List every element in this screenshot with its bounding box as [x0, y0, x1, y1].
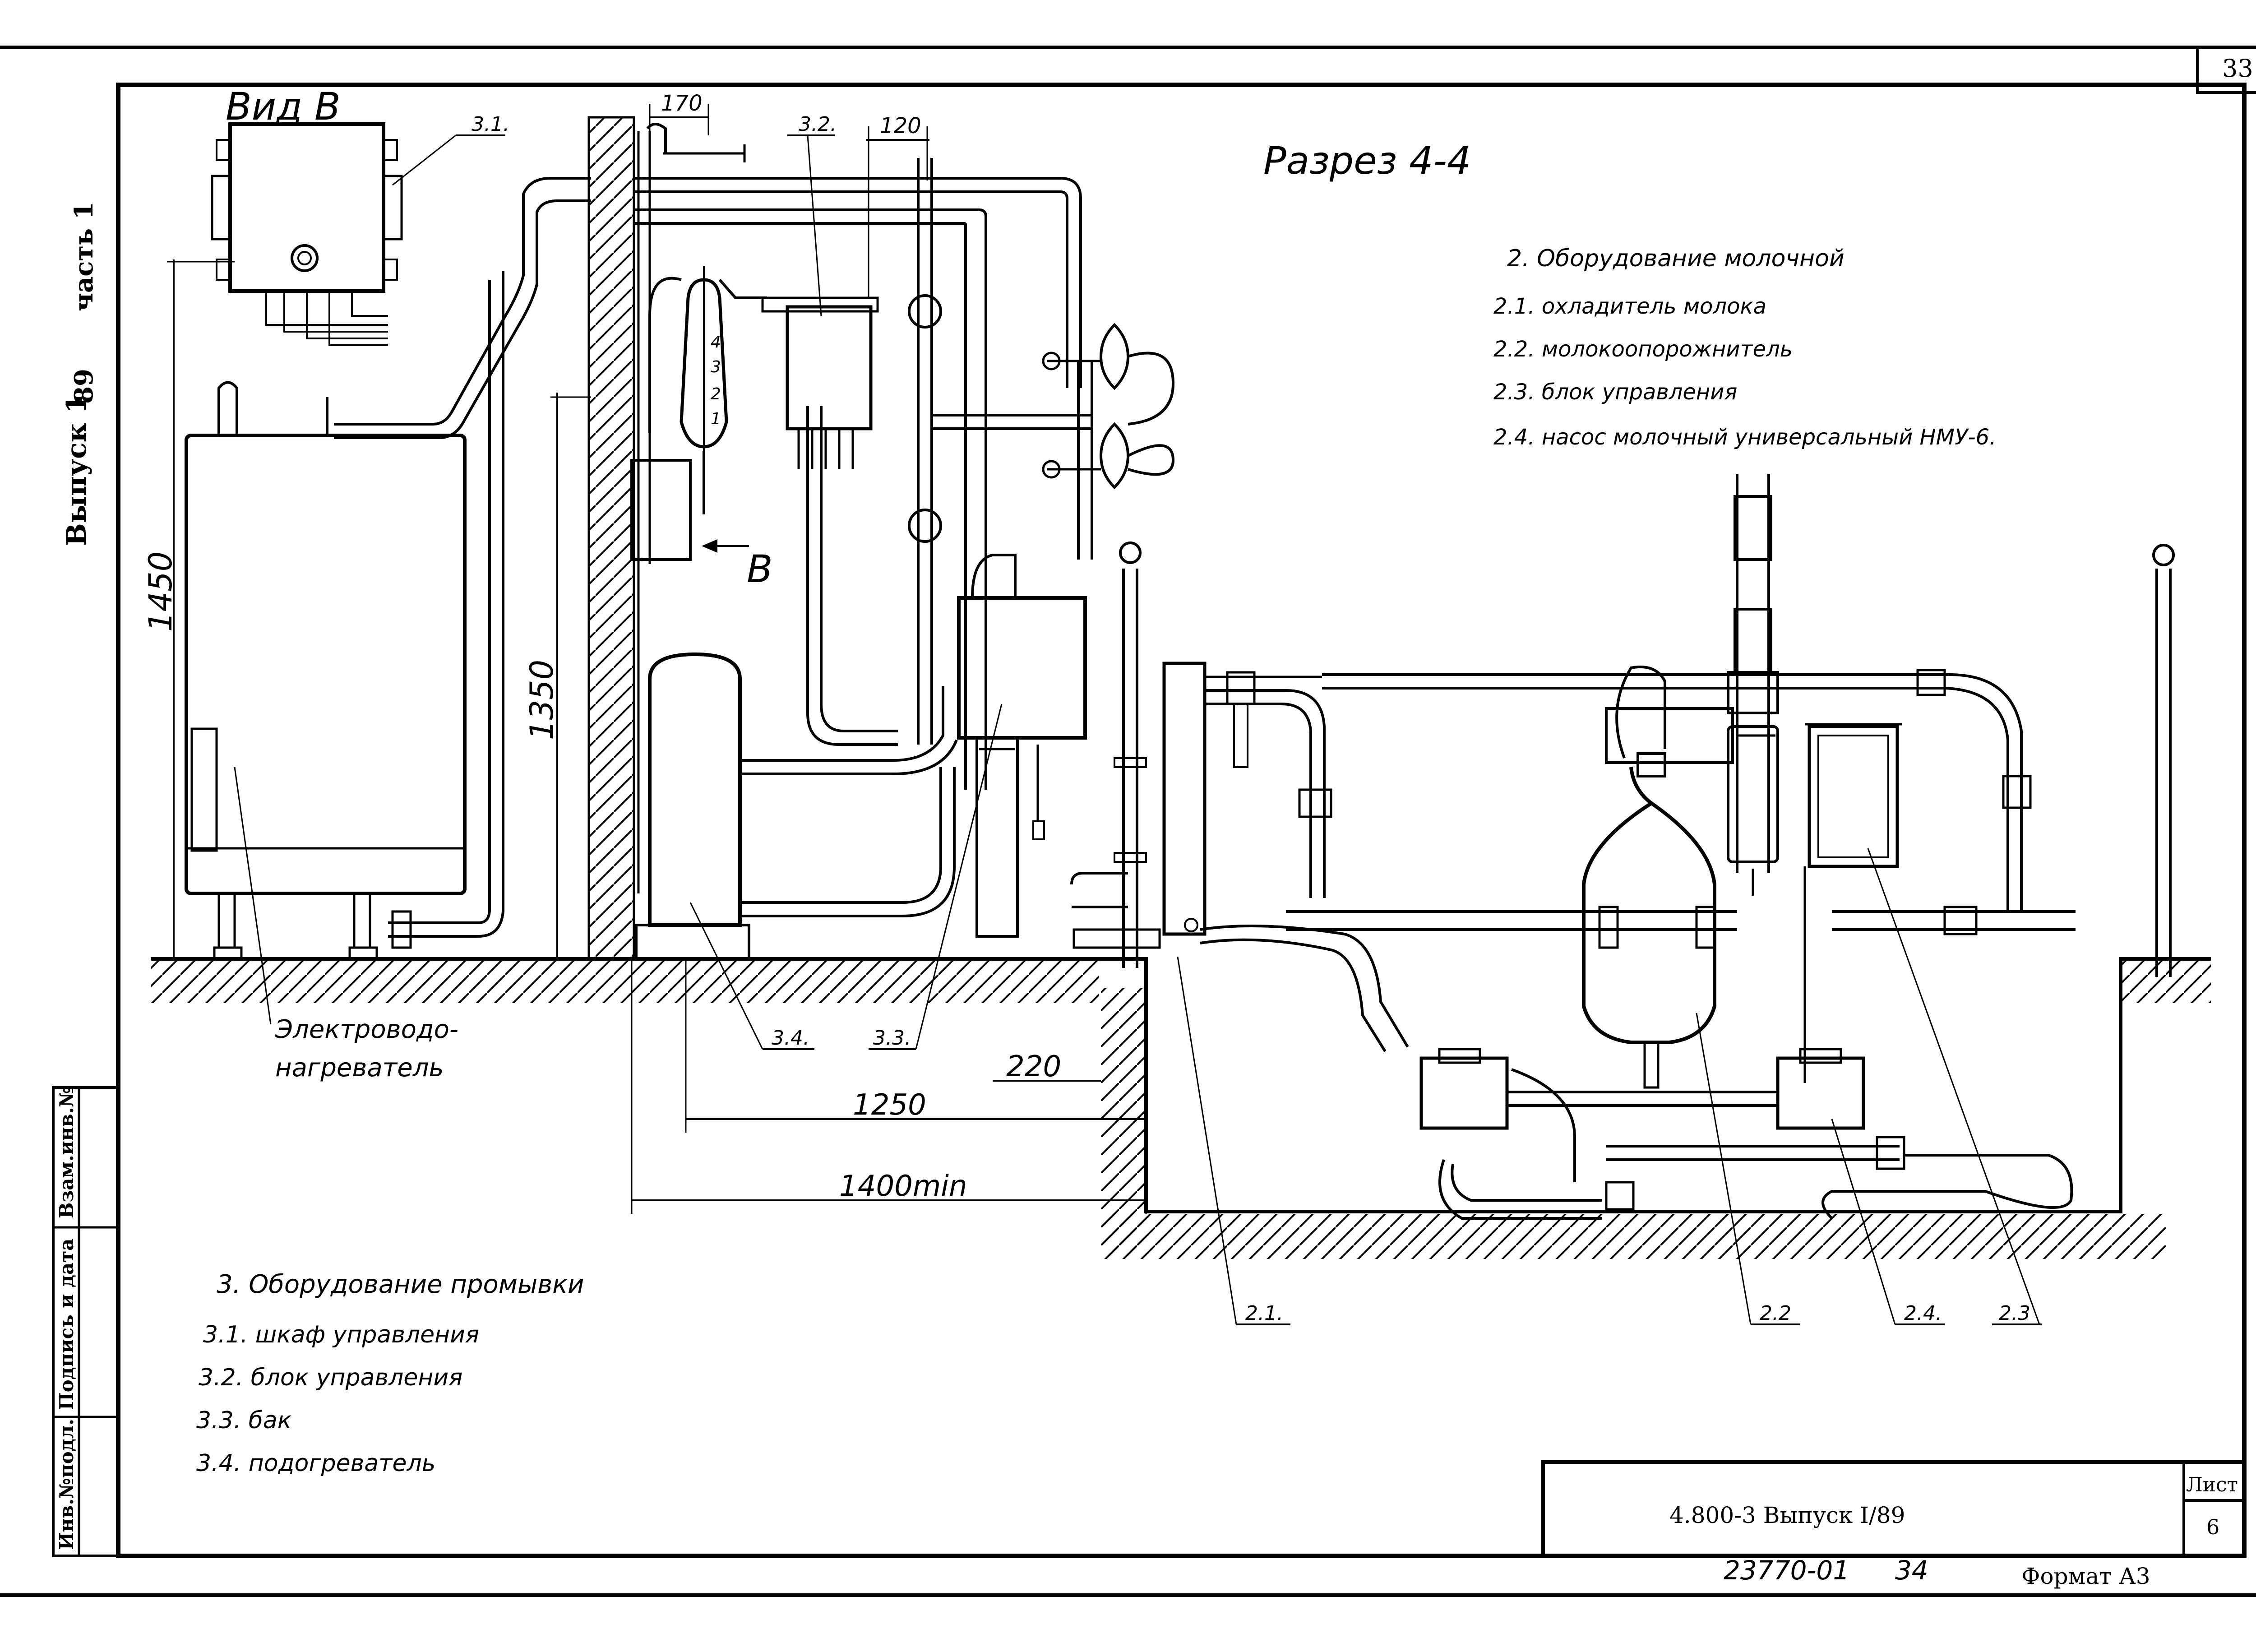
- dimension-170: [649, 104, 709, 135]
- footer-format: Формат А3: [2021, 1563, 2150, 1589]
- legend-wash-heading: 3. Оборудование промывки: [217, 1270, 584, 1299]
- legend-wash-item-1: 3.1. шкаф управления: [203, 1321, 479, 1348]
- dim-220-label: 220: [1006, 1050, 1061, 1083]
- callout-3-2: 3.2.: [799, 113, 837, 136]
- legend-wash-item-4: 3.4. подогреватель: [196, 1450, 435, 1477]
- callout-3-3: 3.3.: [873, 1027, 911, 1050]
- sheet-value: 6: [2206, 1515, 2219, 1539]
- footer-page: 34: [1895, 1555, 1928, 1586]
- heater-label-line2: нагреватель: [275, 1053, 444, 1083]
- issue-year: 89: [69, 369, 99, 404]
- washing-pipework: [634, 123, 1082, 893]
- legend-milk-item-2: 2.2. молокоопорожнитель: [1493, 337, 1793, 362]
- legend-milk-item-4: 2.4. насос молочный универсальный НМУ-6.: [1493, 425, 1996, 450]
- callout-2-3: 2.3: [1999, 1302, 2030, 1325]
- view-arrow-label: В: [747, 547, 773, 591]
- dim-1450-label: 1450: [142, 551, 179, 632]
- dimension-120: [866, 126, 929, 298]
- valve-cluster: [908, 158, 1175, 745]
- part-text: часть 1: [69, 202, 99, 311]
- footer-inventory: 23770-01: [1724, 1555, 1849, 1586]
- control-block-2-3: [1803, 723, 1902, 1083]
- milk-pump-2-4: [1419, 1048, 2073, 1220]
- legend-milk-heading: 2. Оборудование молочной: [1507, 245, 1845, 272]
- heater-pipes: [334, 177, 591, 949]
- dim-1400-label: 1400min: [839, 1170, 967, 1203]
- legend-wash-item-2: 3.2. блок управления: [199, 1364, 462, 1391]
- gauge-mark-1: 1: [711, 410, 721, 428]
- wall-section: [587, 116, 635, 960]
- milk-main-pipe: [1322, 544, 2175, 977]
- level-gauge: [648, 266, 767, 465]
- callout-3-1: 3.1.: [472, 113, 509, 136]
- title-designation: 4.800-3 Выпуск I/89: [1669, 1502, 1905, 1528]
- binding-strip: [52, 1086, 120, 1557]
- milk-cooler-2-1: [1070, 541, 1737, 1052]
- dim-1350-label: 1350: [523, 660, 560, 740]
- callout-2-2: 2.2: [1760, 1302, 1791, 1325]
- field-inventory: Инв.№подл.: [55, 1419, 78, 1550]
- callout-3-4: 3.4.: [772, 1027, 809, 1050]
- issue-text: Выпуск 1: [61, 394, 92, 546]
- dim-120-label: 120: [880, 113, 921, 139]
- dimension-1400: [631, 959, 1147, 1214]
- control-cabinet-3-1: [211, 122, 403, 346]
- sheet-number-top: 33: [2222, 54, 2253, 83]
- dimension-1350: [550, 393, 591, 959]
- legend-milk-item-1: 2.1. охладитель молока: [1493, 294, 1766, 319]
- legend-milk-item-3: 2.3. блок управления: [1493, 379, 1737, 405]
- gauge-mark-4: 4: [711, 333, 721, 352]
- gauge-mark-2: 2: [711, 385, 721, 403]
- electric-water-heater: [185, 381, 467, 960]
- view-title: Вид В: [226, 84, 341, 129]
- legend-wash-item-3: 3.3. бак: [196, 1407, 292, 1434]
- field-signature: Подпись и дата: [55, 1239, 78, 1410]
- title-block: [1541, 1460, 2246, 1558]
- dimension-1450: [167, 259, 235, 959]
- gauge-mark-3: 3: [711, 358, 721, 376]
- field-replace: Взам.инв.№: [55, 1087, 78, 1218]
- sheet-frame: [0, 46, 2256, 1597]
- heater-label-line1: Электроводо-: [275, 1015, 458, 1044]
- heater-3-4: [635, 406, 958, 960]
- floor-and-pit: [151, 957, 2211, 1259]
- callout-2-1: 2.1.: [1245, 1302, 1283, 1325]
- tank-3-3: [957, 554, 1087, 938]
- dim-1250-label: 1250: [853, 1088, 926, 1122]
- sheet-label: Лист: [2186, 1473, 2238, 1496]
- section-title: Разрез 4-4: [1263, 139, 1471, 183]
- small-junction-box: [630, 451, 749, 561]
- releaser-riser: [1727, 474, 1779, 896]
- dim-170-label: 170: [661, 91, 703, 116]
- callout-2-4: 2.4.: [1904, 1302, 1942, 1325]
- milk-releaser-2-2: [1582, 666, 1775, 1089]
- dimension-1250: [685, 959, 1146, 1133]
